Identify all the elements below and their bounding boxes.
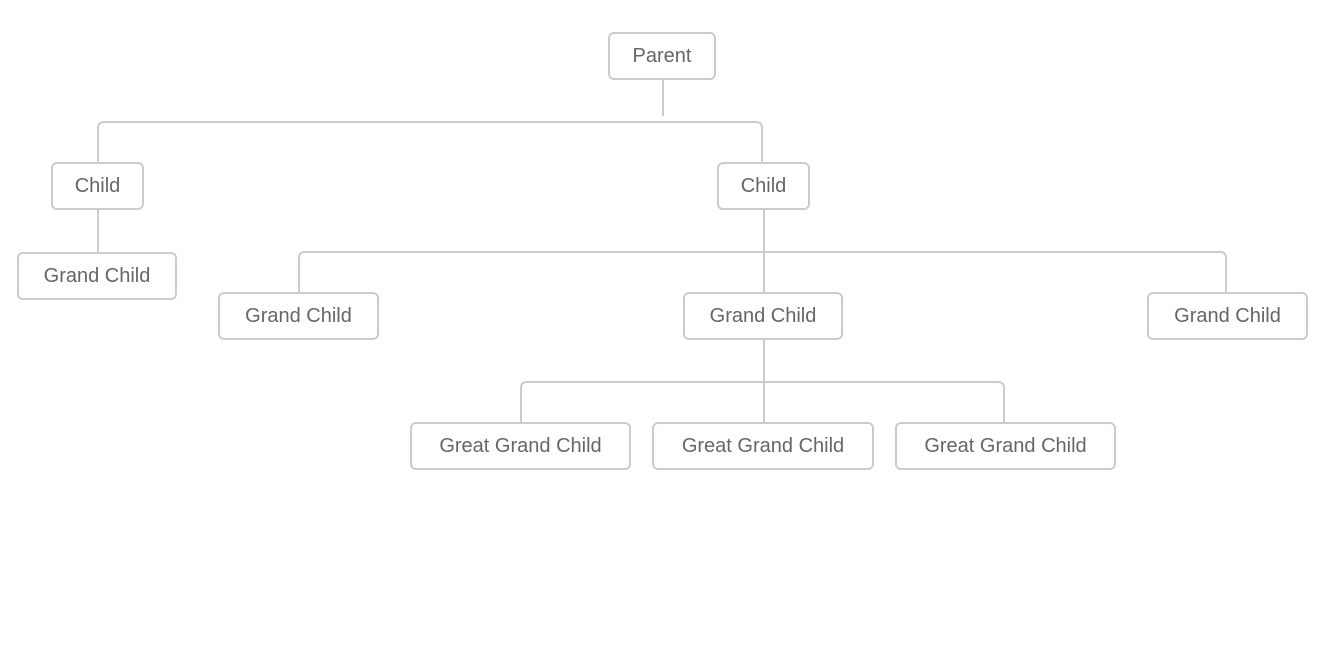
node-great-grandchild-1[interactable]: Great Grand Child [410,422,631,470]
node-great-grandchild-2[interactable]: Great Grand Child [652,422,874,470]
node-child-2[interactable]: Child [717,162,810,210]
node-grandchild-2-1[interactable]: Grand Child [218,292,379,340]
node-child-1[interactable]: Child [51,162,144,210]
node-great-grandchild-3[interactable]: Great Grand Child [895,422,1116,470]
node-grandchild-2-3[interactable]: Grand Child [1147,292,1308,340]
connector-child-2-to-grandchildren [298,210,1227,292]
node-grandchild-1-1[interactable]: Grand Child [17,252,177,300]
node-parent[interactable]: Parent [608,32,716,80]
connector-grandchild-to-great-grandchildren [520,340,1005,422]
connector-parent-to-children [97,80,763,162]
node-grandchild-2-2[interactable]: Grand Child [683,292,843,340]
